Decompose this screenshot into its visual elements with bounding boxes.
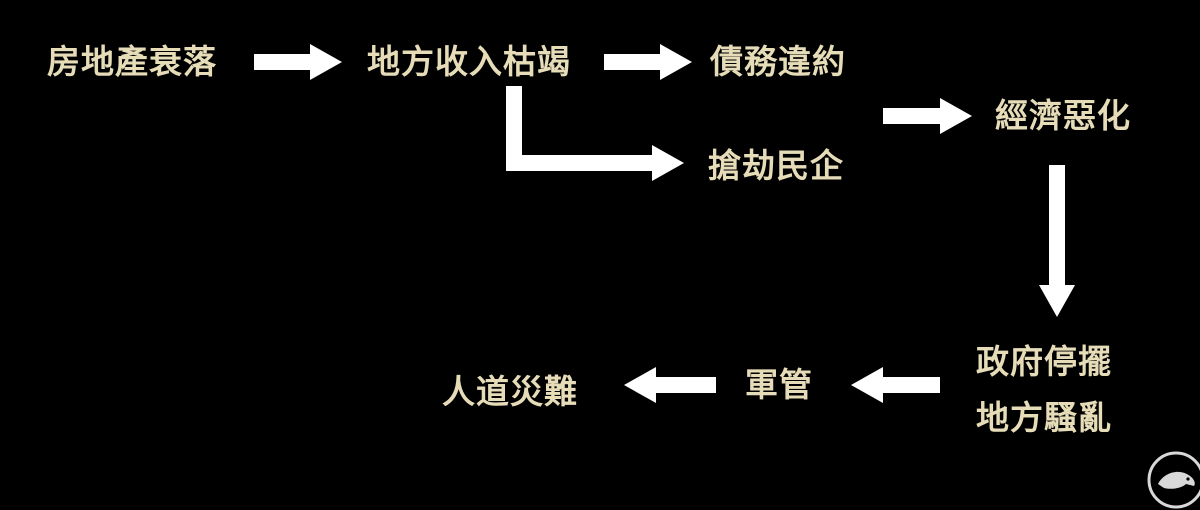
node-government-shutdown: 政府停擺 — [976, 342, 1112, 381]
arrow-realestate-to-revenue — [254, 44, 342, 80]
arrow-revenue-to-debt — [604, 44, 692, 80]
node-economy-worsens: 經濟惡化 — [995, 96, 1131, 135]
arrow-economy-to-shutdown — [1039, 165, 1075, 317]
arrow-revenue-to-rob — [506, 86, 684, 181]
node-real-estate-decline: 房地產衰落 — [47, 42, 217, 81]
arrow-shutdown-to-military — [851, 367, 940, 403]
node-local-revenue-depleted: 地方收入枯竭 — [367, 42, 571, 81]
diagram-canvas: 房地產衰落 地方收入枯竭 債務違約 經濟惡化 搶劫民企 政府停擺 地方騷亂 軍管… — [47, 42, 1200, 509]
arrow-to-economy — [883, 98, 972, 134]
arrows-layer — [254, 44, 1075, 403]
node-local-unrest: 地方騷亂 — [976, 398, 1112, 437]
node-debt-default: 債務違約 — [710, 42, 846, 81]
rat-logo-icon — [1147, 451, 1200, 509]
node-rob-private-enterprises: 搶劫民企 — [708, 146, 844, 185]
arrow-military-to-disaster — [624, 367, 716, 403]
node-military-control: 軍管 — [745, 365, 813, 404]
node-humanitarian-disaster: 人道災難 — [442, 372, 578, 411]
